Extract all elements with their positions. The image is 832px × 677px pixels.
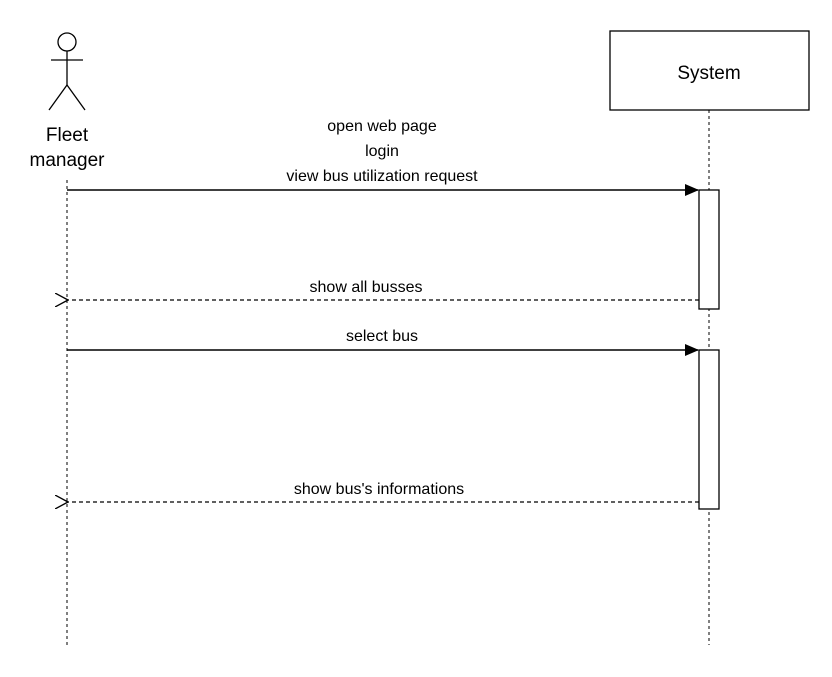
message-request: open web page login view bus utilization…	[67, 118, 699, 196]
message-select-bus: select bus	[67, 328, 699, 356]
participant-box	[609, 30, 810, 111]
activation-bar-2	[698, 349, 720, 510]
participant-system: System	[609, 30, 810, 111]
message-label-line: select bus	[346, 328, 418, 345]
activation-bar-1	[698, 189, 720, 310]
participant-name: System	[677, 63, 740, 84]
message-label-line: open web page	[327, 118, 437, 135]
actor-fleet-manager: Fleet manager	[30, 32, 106, 171]
message-label-line: view bus utilization request	[286, 168, 478, 185]
message-show-all-busses: show all busses	[68, 279, 699, 300]
actor-name-line-1: Fleet	[46, 125, 89, 146]
message-label-line: show bus's informations	[294, 481, 464, 498]
message-show-bus-informations: show bus's informations	[68, 481, 699, 502]
message-label-line: login	[365, 143, 399, 160]
actor-name-line-2: manager	[30, 150, 106, 171]
message-label-line: show all busses	[310, 279, 423, 296]
stick-figure-actor-icon	[48, 32, 86, 111]
